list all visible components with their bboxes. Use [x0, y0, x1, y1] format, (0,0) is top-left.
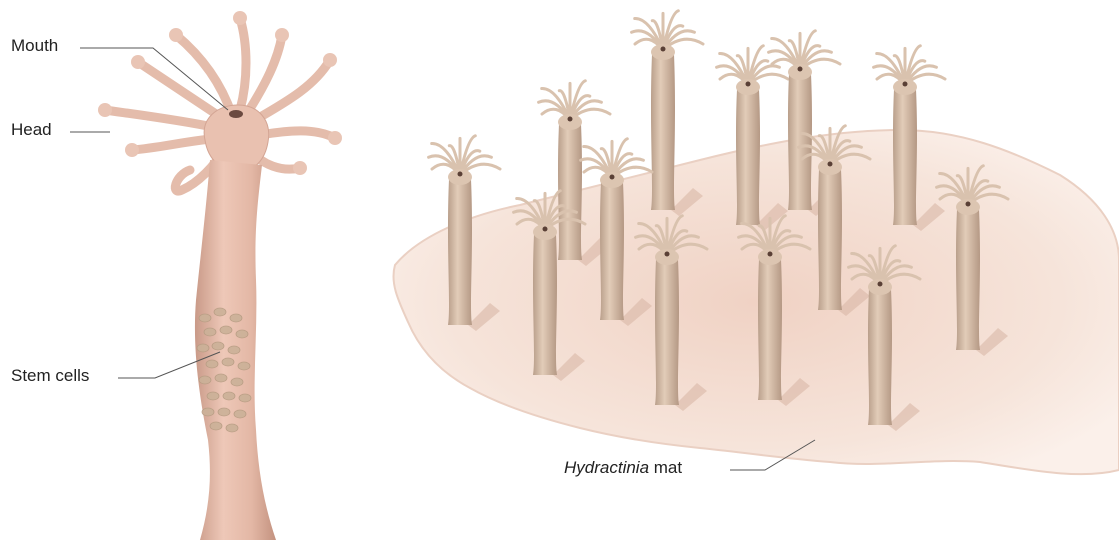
polyp-mouth [229, 110, 243, 118]
hydractinia-mat-label: Hydractinia mat [564, 458, 682, 478]
mat-word: mat [649, 458, 682, 477]
mouth-label: Mouth [11, 36, 58, 56]
stem-cells-label: Stem cells [11, 366, 89, 386]
hydractinia-italic: Hydractinia [564, 458, 649, 477]
mouth-leader [80, 48, 228, 110]
single-polyp [98, 11, 342, 540]
head-label: Head [11, 120, 52, 140]
